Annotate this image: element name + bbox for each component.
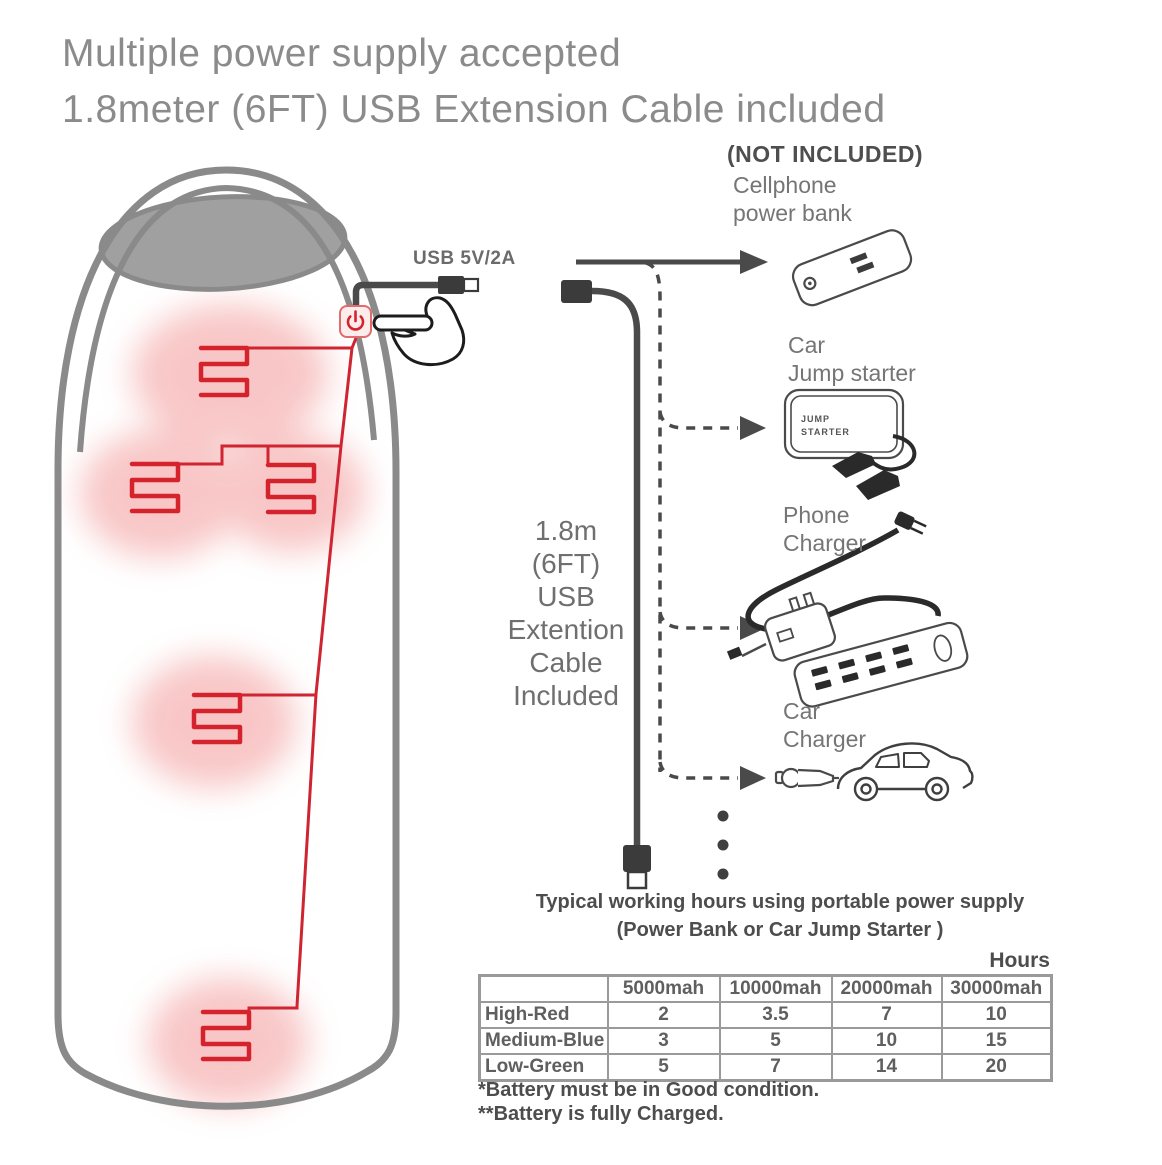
- power-button-icon: [339, 305, 372, 338]
- jump-starter-icon: JUMP STARTER: [783, 388, 917, 500]
- heating-coil-foot: [200, 1009, 252, 1062]
- cell: 3: [606, 1027, 721, 1055]
- row-label: Medium-Blue: [478, 1027, 609, 1055]
- table-row: High-Red 2 3.5 7 10: [478, 1001, 1053, 1029]
- cell: 10: [830, 1027, 943, 1055]
- cell: 20: [940, 1053, 1053, 1082]
- cell: 5: [718, 1027, 833, 1055]
- phone-charger-icon: [726, 511, 969, 708]
- heating-coil-left: [129, 461, 181, 514]
- row-label: Low-Green: [478, 1053, 609, 1082]
- more-devices-dots: [717, 810, 729, 880]
- device-label-car-charger: Car Charger: [783, 698, 867, 752]
- car-icon: [836, 742, 974, 802]
- working-hours-table: 5000mah 10000mah 20000mah 30000mah High-…: [478, 974, 1053, 1082]
- bag-usb-cable: [352, 276, 480, 306]
- heating-coil-chest: [198, 345, 250, 398]
- column-header: 10000mah: [718, 974, 833, 1003]
- cell: 15: [940, 1027, 1053, 1055]
- footnote-2: **Battery is fully Charged.: [478, 1103, 724, 1125]
- usb-connector-icon: [623, 845, 651, 872]
- usb-plug-icon: [438, 276, 464, 294]
- cell: 14: [830, 1053, 943, 1082]
- heating-coil-leg: [191, 692, 243, 745]
- wall-adapter-icon: [764, 591, 836, 662]
- dashed-distribution-lines: [645, 261, 738, 780]
- cell: 2: [606, 1001, 721, 1029]
- table-header-row: 5000mah 10000mah 20000mah 30000mah: [478, 974, 1053, 1003]
- device-label-jump-starter: Car Jump starter: [788, 332, 916, 386]
- heating-wires: [178, 337, 358, 1012]
- table-units-label: Hours: [989, 949, 1050, 972]
- solid-arrow-power-bank: [576, 250, 768, 274]
- power-bank-icon: [791, 229, 913, 307]
- dashed-arrowheads: [740, 416, 766, 790]
- heating-coil-right: [265, 462, 317, 515]
- device-label-power-bank: Cellphone power bank: [733, 172, 852, 226]
- extension-cable: [561, 280, 651, 890]
- extension-cable-note: 1.8m (6FT) USB Extention Cable Included: [507, 515, 625, 711]
- usb-port-label: USB 5V/2A: [413, 248, 516, 269]
- cell: 7: [718, 1053, 833, 1082]
- cell: 5: [606, 1053, 721, 1082]
- cell: 7: [830, 1001, 943, 1029]
- table-heading-line2: (Power Bank or Car Jump Starter ): [616, 919, 944, 941]
- row-label: High-Red: [478, 1001, 609, 1029]
- table-heading-line1: Typical working hours using portable pow…: [535, 891, 1025, 913]
- device-label-phone-charger: Phone Charger: [783, 502, 867, 556]
- car-charger-icon: [774, 767, 839, 789]
- not-included-header: (NOT INCLUDED): [727, 141, 924, 167]
- jump-starter-text-line2: STARTER: [801, 427, 850, 437]
- cell: 3.5: [718, 1001, 833, 1029]
- column-header: 5000mah: [606, 974, 721, 1003]
- column-header: 30000mah: [940, 974, 1053, 1003]
- heating-elements: [129, 345, 317, 1062]
- sleeping-bag-outline: [54, 166, 400, 1110]
- table-row: Low-Green 5 7 14 20: [478, 1053, 1053, 1082]
- pointing-hand-icon: [372, 296, 466, 367]
- clamp-icon: [856, 470, 900, 500]
- column-header: 20000mah: [830, 974, 943, 1003]
- table-corner-cell: [478, 974, 609, 1003]
- cell: 10: [940, 1001, 1053, 1029]
- footnote-1: *Battery must be in Good condition.: [478, 1079, 820, 1101]
- page-title: Multiple power supply accepted 1.8meter …: [62, 26, 886, 138]
- title-line2: 1.8meter (6FT) USB Extension Cable inclu…: [62, 88, 886, 131]
- title-line1: Multiple power supply accepted: [62, 32, 622, 75]
- jump-starter-text-line1: JUMP: [801, 414, 830, 424]
- table-row: Medium-Blue 3 5 10 15: [478, 1027, 1053, 1055]
- clamp-icon: [832, 452, 876, 478]
